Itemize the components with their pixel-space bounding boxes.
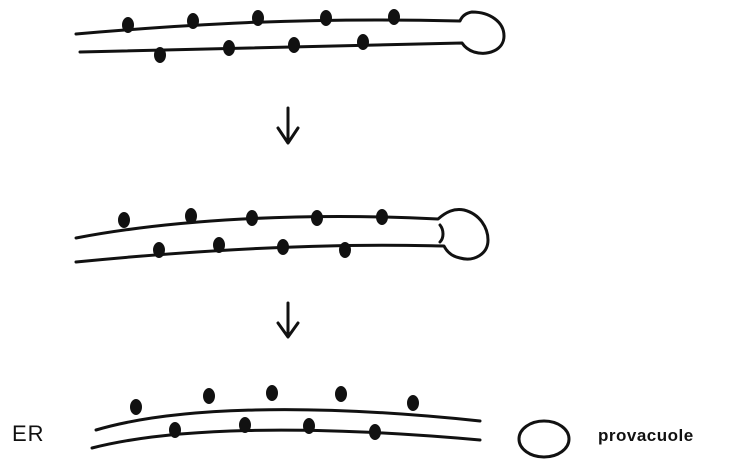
ribosome [118,212,130,228]
ribosome [320,10,332,26]
provacuole-symbol [519,421,569,457]
ribosome [239,417,251,433]
ribosome [169,422,181,438]
ribosome [303,418,315,434]
ribosome [277,239,289,255]
arrow-2 [278,303,298,337]
ribosome [266,385,278,401]
ribosome [223,40,235,56]
ribosome [154,47,166,63]
ribosome [213,237,225,253]
ribosome [311,210,323,226]
ribosome [203,388,215,404]
ribosome [153,242,165,258]
ribosome [288,37,300,53]
er-label: ER [12,421,45,447]
ribosome [122,17,134,33]
ribosome [335,386,347,402]
ribosome [388,9,400,25]
ribosome [187,13,199,29]
ribosome [339,242,351,258]
ribosome [376,209,388,225]
ribosome [252,10,264,26]
ribosome [357,34,369,50]
ribosome [369,424,381,440]
provacuole-label: provacuole [598,426,694,446]
ribosome [185,208,197,224]
ribosome [130,399,142,415]
arrow-1 [278,108,298,143]
ribosome [246,210,258,226]
stage-3-er-tubule [92,410,480,448]
ribosome [407,395,419,411]
